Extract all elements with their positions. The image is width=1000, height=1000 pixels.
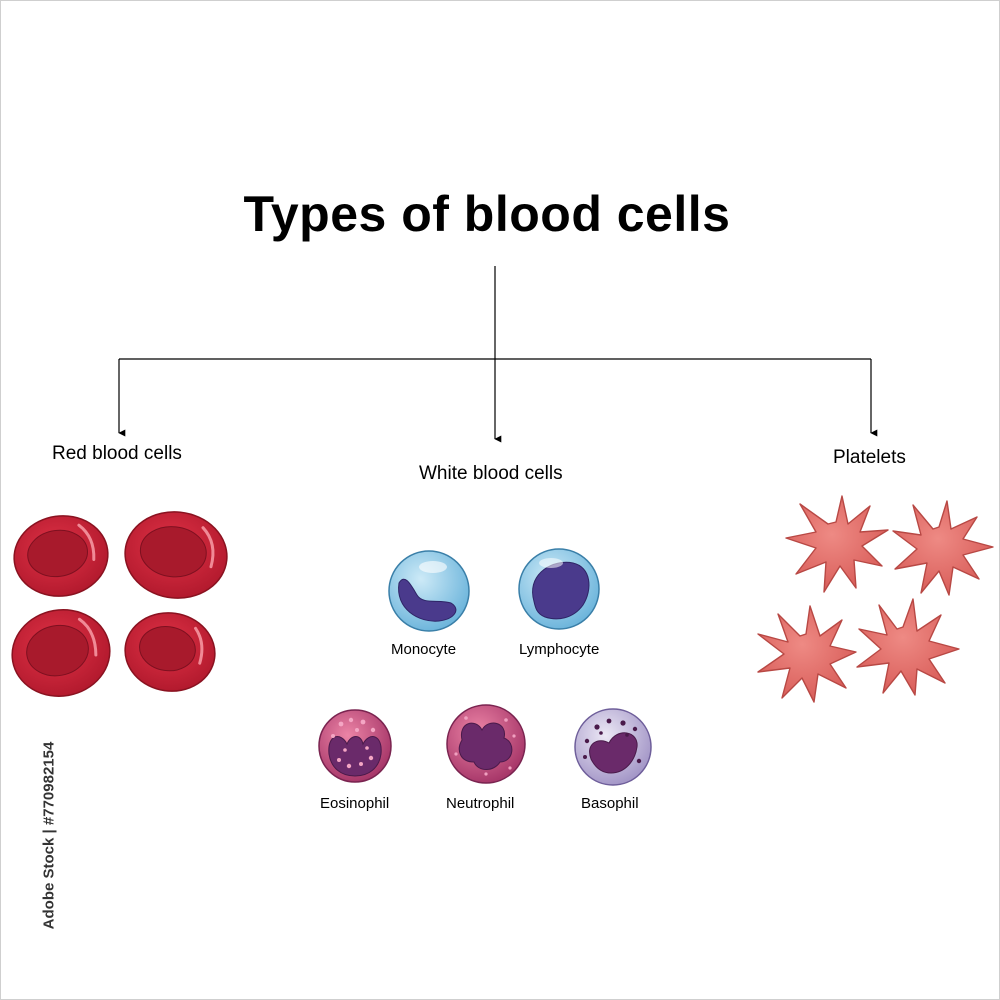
platelets-label: Platelets xyxy=(833,447,906,468)
lymphocyte-cell xyxy=(518,548,600,630)
red-blood-cells xyxy=(11,511,228,697)
basophil-cell xyxy=(574,708,652,786)
red-blood-cell xyxy=(11,609,111,697)
eosinophil-label: Eosinophil xyxy=(320,795,390,812)
neutrophil-cell xyxy=(446,704,526,784)
red-blood-cell xyxy=(13,515,109,597)
eosinophil-cell xyxy=(318,709,392,783)
stock-watermark-id: Adobe Stock | #770982154 xyxy=(7,742,57,930)
red-blood-cell xyxy=(124,511,228,599)
platelets-cluster xyxy=(757,495,994,703)
white-blood-cells-label: White blood cells xyxy=(419,463,563,484)
monocyte-cell xyxy=(388,550,470,632)
neutrophil-label: Neutrophil xyxy=(446,795,515,812)
page-title: Types of blood cells xyxy=(243,186,731,242)
connectors xyxy=(118,266,878,443)
platelet xyxy=(892,500,994,596)
red-blood-cells-label: Red blood cells xyxy=(52,443,182,464)
basophil-label: Basophil xyxy=(581,795,639,812)
stock-id-text: Adobe Stock | #770982154 xyxy=(40,741,58,930)
platelet xyxy=(757,605,857,703)
platelet xyxy=(856,598,960,696)
red-blood-cell xyxy=(124,612,216,692)
platelet xyxy=(785,495,889,593)
monocyte-label: Monocyte xyxy=(391,641,457,658)
lymphocyte-label: Lymphocyte xyxy=(519,641,600,658)
